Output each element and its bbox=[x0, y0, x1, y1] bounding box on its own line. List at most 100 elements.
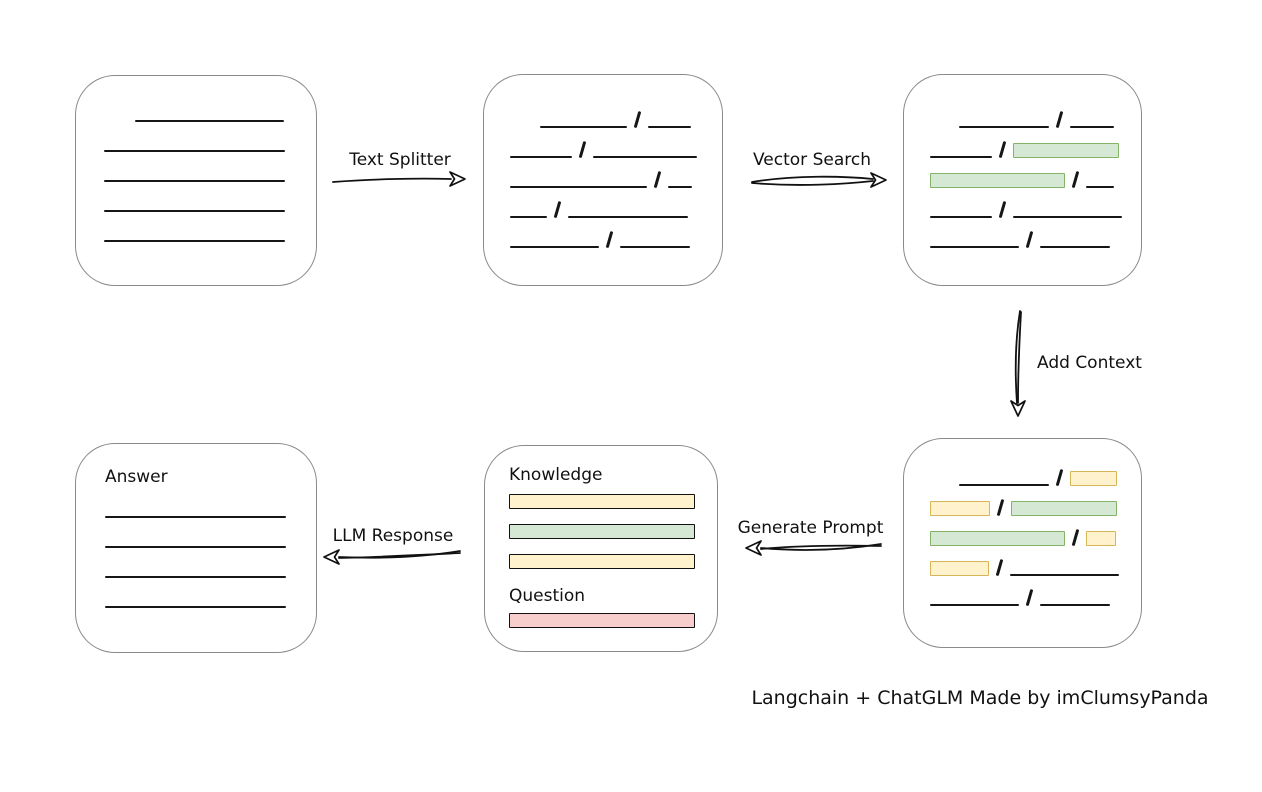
question-bar bbox=[509, 613, 695, 628]
node-context-added bbox=[903, 438, 1142, 648]
text-line-row bbox=[930, 516, 1123, 547]
slash-separator bbox=[1025, 588, 1033, 607]
text-line bbox=[930, 603, 1019, 606]
text-line-row bbox=[930, 128, 1123, 159]
text-line-row bbox=[104, 92, 298, 122]
text-line-row bbox=[104, 212, 298, 242]
add-context-arrow bbox=[1010, 310, 1026, 417]
text-line bbox=[1085, 185, 1114, 188]
green-highlight-chip bbox=[930, 173, 1065, 188]
green-highlight-chip bbox=[930, 531, 1065, 546]
text-line bbox=[105, 575, 286, 578]
text-line-row bbox=[105, 578, 298, 608]
text-line bbox=[105, 605, 286, 608]
text-line-row bbox=[105, 548, 298, 578]
slash-separator bbox=[998, 200, 1006, 219]
text-line-row bbox=[510, 98, 704, 129]
text-line bbox=[1039, 245, 1110, 248]
text-line bbox=[104, 179, 285, 182]
slash-separator bbox=[1025, 230, 1033, 249]
text-line bbox=[619, 245, 690, 248]
vector-match-lines bbox=[930, 98, 1123, 249]
slash-separator bbox=[653, 170, 661, 189]
text-line-row bbox=[510, 128, 704, 159]
context-lines bbox=[930, 456, 1123, 607]
diagram-caption: Langchain + ChatGLM Made by imClumsyPand… bbox=[751, 687, 1209, 709]
text-line bbox=[104, 209, 285, 212]
text-line-row bbox=[930, 158, 1123, 189]
split-text-lines bbox=[510, 98, 704, 249]
text-line bbox=[1039, 603, 1110, 606]
llm-response-label: LLM Response bbox=[332, 526, 454, 546]
text-splitter-label: Text Splitter bbox=[349, 150, 451, 170]
text-line-row bbox=[510, 188, 704, 219]
text-line bbox=[104, 149, 285, 152]
answer-lines bbox=[105, 488, 298, 608]
text-line-row bbox=[104, 152, 298, 182]
text-line bbox=[959, 483, 1049, 486]
yellow-bar bbox=[509, 494, 695, 509]
text-line-row bbox=[105, 488, 298, 518]
text-line-row bbox=[930, 218, 1123, 249]
text-line bbox=[510, 185, 647, 188]
text-line bbox=[105, 515, 286, 518]
text-line bbox=[1069, 125, 1114, 128]
yellow-highlight-chip bbox=[1085, 531, 1116, 546]
text-line bbox=[567, 215, 688, 218]
vector-search-label: Vector Search bbox=[753, 150, 871, 170]
green-highlight-chip bbox=[1012, 143, 1119, 158]
text-line bbox=[930, 215, 992, 218]
text-line bbox=[540, 125, 627, 128]
llm-response-arrow bbox=[323, 549, 461, 565]
text-line bbox=[510, 155, 572, 158]
knowledge-label: Knowledge bbox=[509, 465, 603, 485]
yellow-highlight-chip bbox=[930, 501, 990, 516]
answer-label: Answer bbox=[105, 467, 168, 487]
node-source-document bbox=[75, 75, 317, 286]
text-line-row bbox=[930, 188, 1123, 219]
slash-separator bbox=[1071, 170, 1079, 189]
text-line-row bbox=[105, 518, 298, 548]
node-answer: Answer bbox=[75, 443, 317, 653]
document-text-lines bbox=[104, 92, 298, 242]
vector-search-arrow bbox=[751, 172, 887, 188]
text-line bbox=[592, 155, 697, 158]
knowledge-bars bbox=[509, 494, 695, 569]
slash-separator bbox=[998, 140, 1006, 159]
text-line bbox=[510, 215, 547, 218]
yellow-highlight-chip bbox=[1069, 471, 1117, 486]
text-line-row bbox=[104, 182, 298, 212]
text-line bbox=[1012, 215, 1122, 218]
yellow-bar bbox=[509, 554, 695, 569]
text-line-row bbox=[104, 122, 298, 152]
slash-separator bbox=[633, 110, 641, 129]
slash-separator bbox=[1055, 468, 1063, 487]
text-line bbox=[104, 239, 285, 242]
text-line bbox=[667, 185, 692, 188]
text-line-row bbox=[510, 218, 704, 249]
generate-prompt-arrow bbox=[745, 540, 882, 556]
green-bar bbox=[509, 524, 695, 539]
text-line bbox=[510, 245, 599, 248]
slash-separator bbox=[996, 498, 1004, 517]
text-line-row bbox=[930, 546, 1123, 577]
text-line-row bbox=[510, 158, 704, 189]
slash-separator bbox=[605, 230, 613, 249]
slash-separator bbox=[1071, 528, 1079, 547]
text-line-row bbox=[930, 456, 1123, 487]
yellow-highlight-chip bbox=[930, 561, 989, 576]
text-line bbox=[1009, 573, 1119, 576]
slash-separator bbox=[553, 200, 561, 219]
text-line bbox=[930, 245, 1019, 248]
add-context-label: Add Context bbox=[1037, 353, 1142, 373]
text-line bbox=[135, 119, 284, 122]
text-line-row bbox=[930, 486, 1123, 517]
text-line-row bbox=[930, 576, 1123, 607]
node-prompt: Knowledge Question bbox=[484, 445, 718, 652]
generate-prompt-label: Generate Prompt bbox=[737, 518, 884, 538]
text-splitter-arrow bbox=[332, 171, 466, 187]
node-vector-matches bbox=[903, 74, 1142, 286]
text-line bbox=[959, 125, 1049, 128]
text-line bbox=[647, 125, 691, 128]
